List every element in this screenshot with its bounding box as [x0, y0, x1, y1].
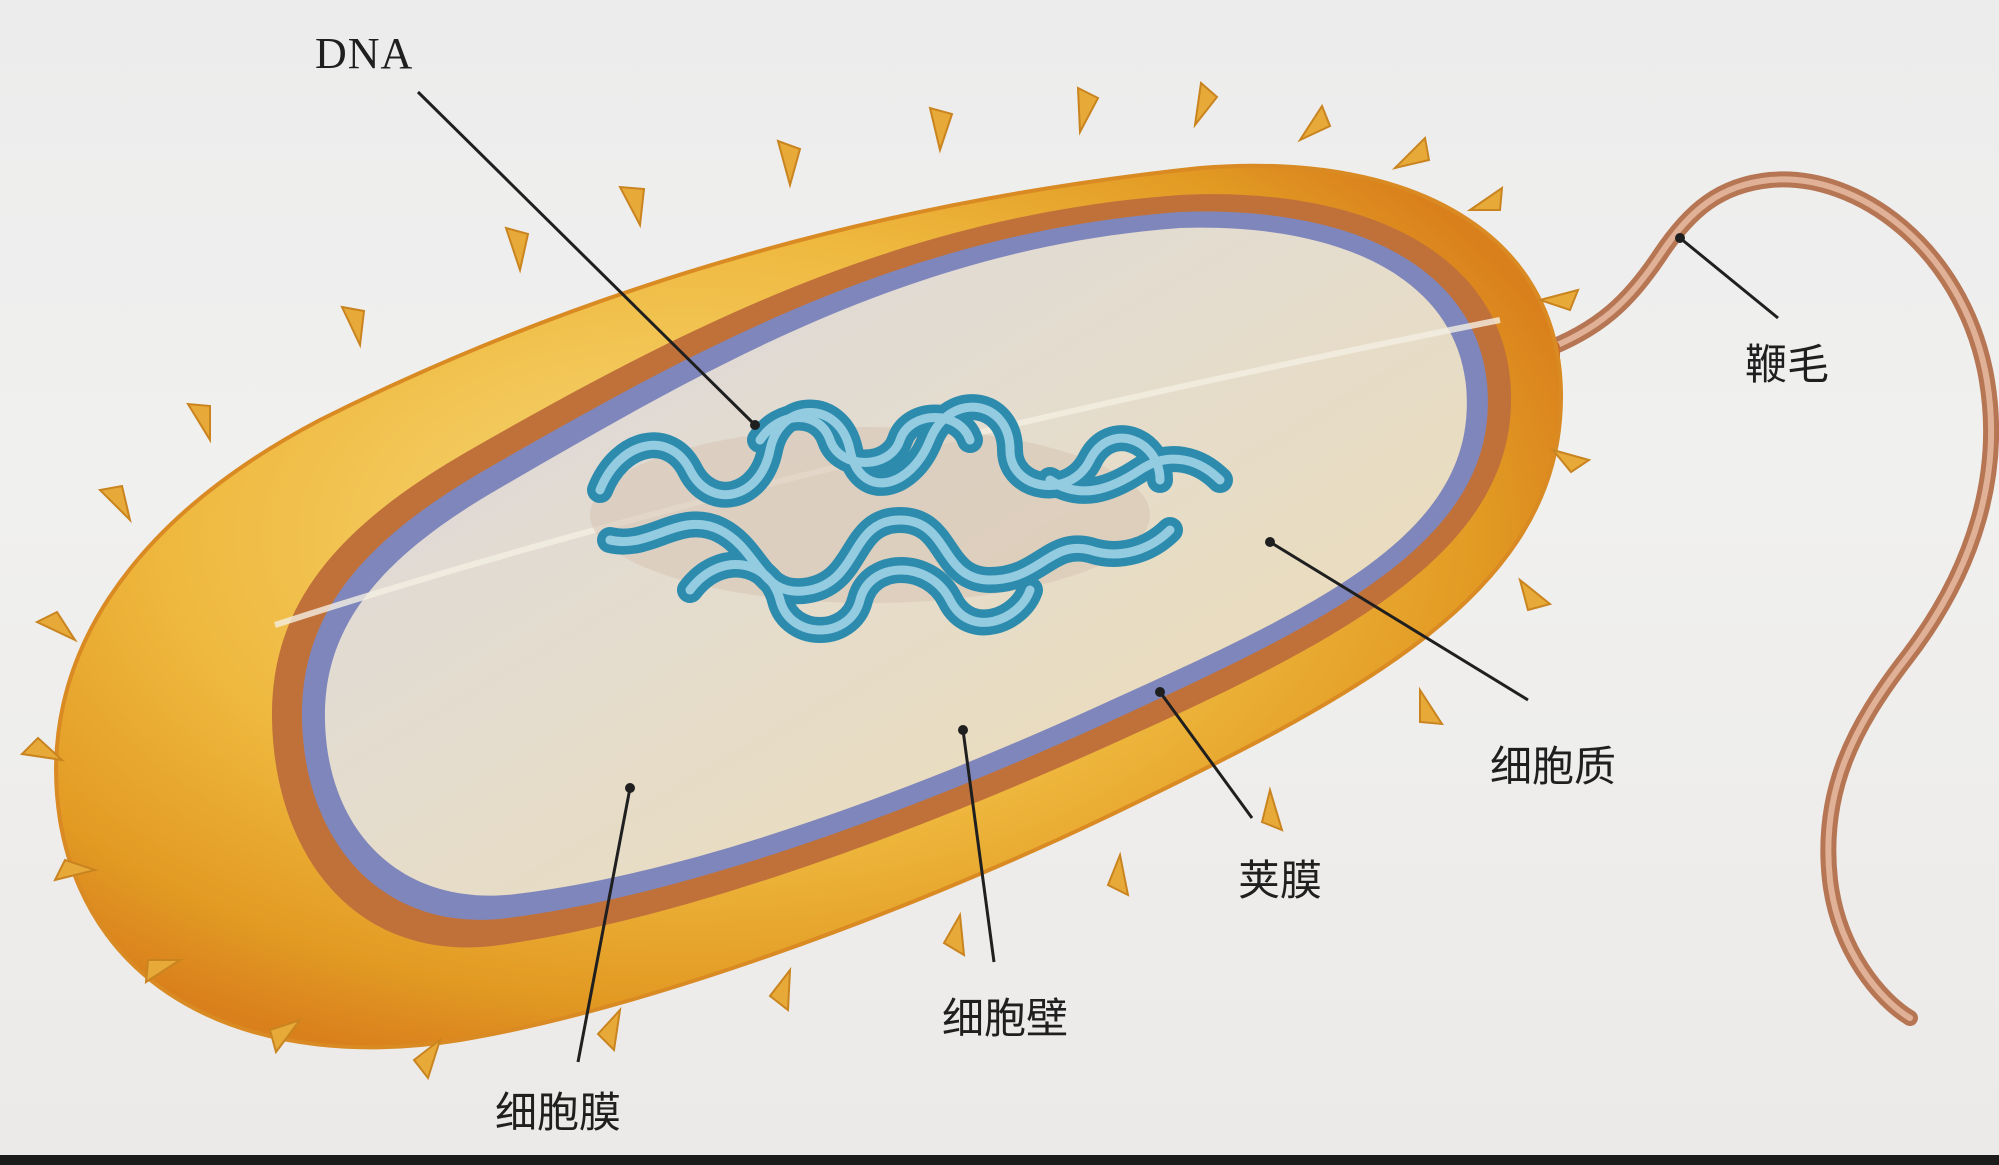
pili [19, 81, 1592, 1081]
leader-line-capsule [1158, 691, 1254, 819]
dna-nucleoid [587, 394, 1233, 643]
label-capsule: 荚膜 [1238, 856, 1323, 905]
leader-line-dna [416, 90, 757, 427]
label-cytoplasm: 细胞质 [1490, 742, 1617, 791]
leader-dots [625, 233, 1685, 793]
leader-line-cell-wall [961, 729, 996, 963]
label-dna: DNA [315, 29, 414, 78]
label-cell-wall: 细胞壁 [942, 994, 1069, 1043]
bottom-edge [0, 1155, 1999, 1165]
dna-highlights [595, 402, 1225, 635]
label-cell-membrane: 细胞膜 [495, 1088, 622, 1137]
flagellum-highlight [1537, 176, 1995, 1021]
leader-line-flagellum [1679, 236, 1779, 320]
leader-line-cell-membrane [576, 787, 632, 1063]
leader-line-cytoplasm [1269, 540, 1529, 702]
flagellum-shaft [1532, 171, 1999, 1026]
leader-lines [416, 90, 1779, 1063]
label-flagellum: 鞭毛 [1745, 340, 1830, 389]
